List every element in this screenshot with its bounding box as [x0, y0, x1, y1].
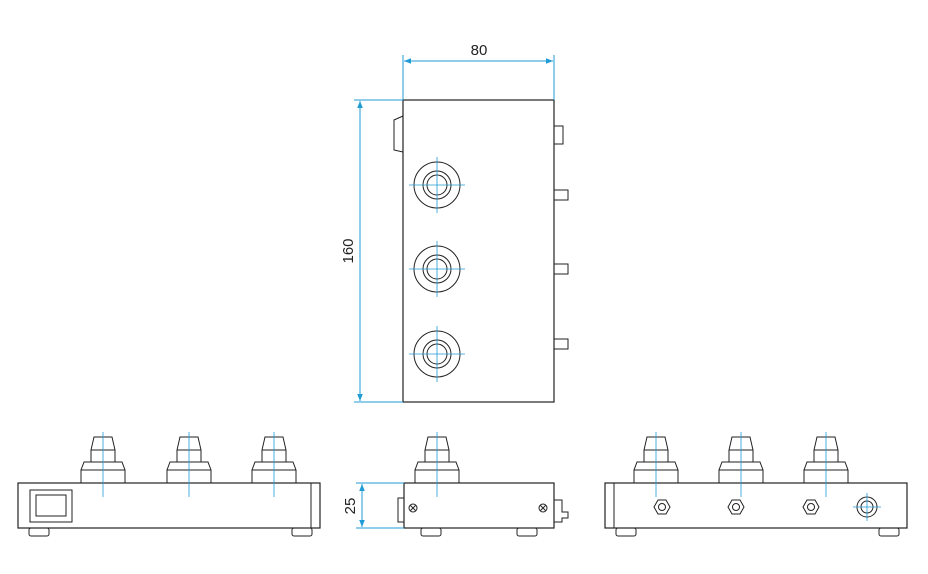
height-dimension-label: 160 — [340, 238, 357, 263]
depth-dimension — [356, 482, 404, 529]
side-view-screw-left — [408, 503, 418, 513]
side-view-foot-right — [516, 527, 538, 537]
top-view-centerlines — [409, 157, 465, 382]
front-view-knob-3 — [251, 432, 297, 497]
front-view-foot-left — [28, 527, 50, 537]
rear-view-foot-right — [878, 527, 900, 537]
front-view-knob-1 — [80, 432, 126, 497]
top-view-side-pin-2 — [553, 263, 569, 275]
side-view-foot-left — [420, 527, 442, 537]
rear-view-dc-jack — [853, 493, 881, 521]
top-view: 80 160 — [340, 42, 569, 403]
top-view-body — [402, 99, 555, 403]
side-view-body — [403, 482, 555, 529]
rear-view-foot-left — [615, 527, 637, 537]
front-view — [17, 432, 321, 537]
side-view: 25 — [342, 432, 569, 537]
side-view-knob — [414, 432, 460, 497]
top-view-side-pin-3 — [553, 338, 569, 350]
rear-view-knob-1 — [633, 432, 679, 497]
rear-view-jack-2 — [727, 499, 745, 515]
width-dimension-label: 80 — [471, 42, 488, 59]
rear-view-jack-1 — [653, 499, 671, 515]
rear-view-knob-3 — [803, 432, 849, 497]
height-dimension — [354, 99, 403, 403]
top-view-side-pin-1 — [553, 189, 569, 201]
top-view-switch — [393, 115, 404, 153]
rear-view-knob-2 — [718, 432, 764, 497]
top-view-side-jack — [553, 125, 564, 145]
width-dimension — [402, 55, 555, 100]
front-view-knob-2 — [166, 432, 212, 497]
side-view-screw-right — [538, 503, 548, 513]
front-view-foot-right — [291, 527, 313, 537]
rear-view-jack-3 — [802, 499, 820, 515]
rear-view — [604, 432, 908, 537]
front-view-power-switch — [29, 489, 73, 523]
depth-dimension-label: 25 — [342, 498, 359, 515]
